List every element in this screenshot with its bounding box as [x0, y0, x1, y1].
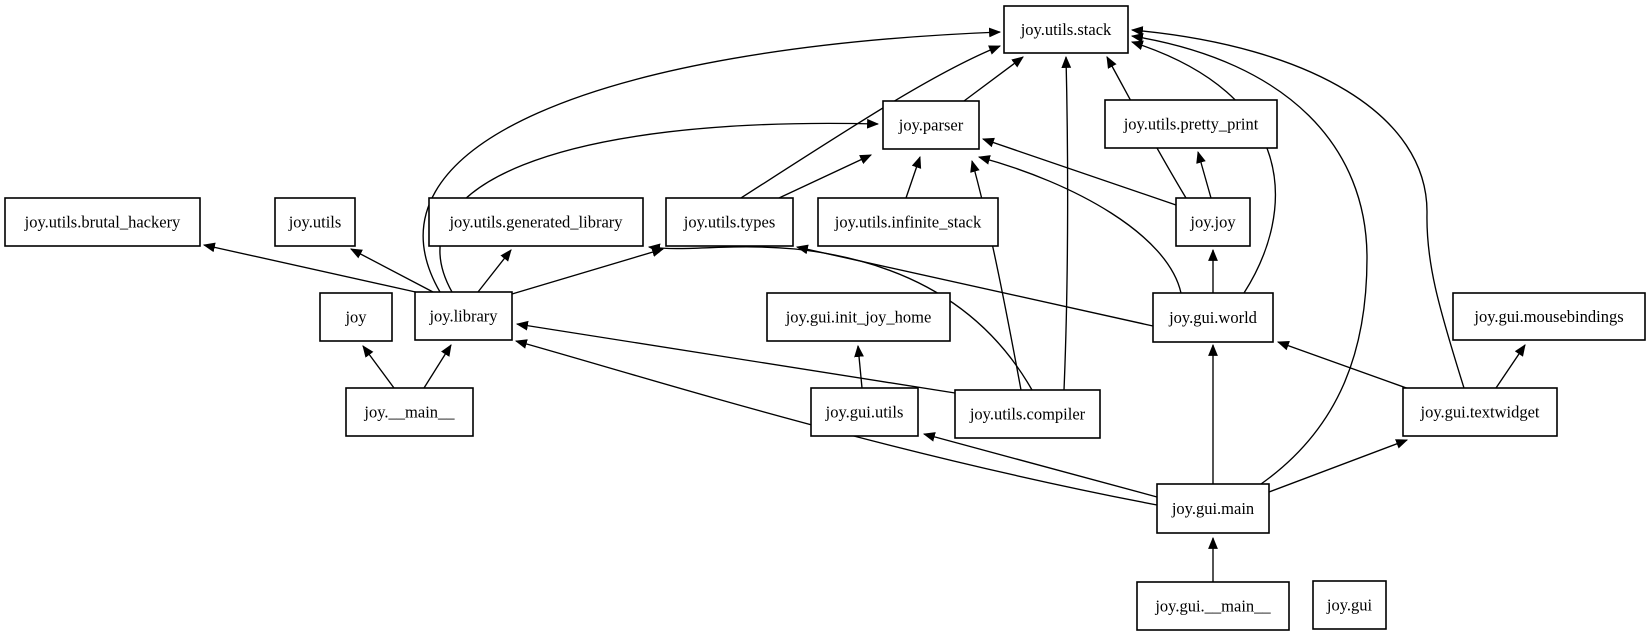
node-box-joy.gui.utils	[810, 387, 919, 437]
edge-joy.gui.world-to-joy.utils.stack	[1130, 40, 1277, 294]
edge-joy.parser-to-joy.utils.stack	[963, 56, 1024, 102]
edge-joy.library-to-joy.utils.types	[511, 247, 665, 295]
node-label-joy.utils.pretty_print: joy.utils.pretty_print	[1123, 115, 1259, 134]
node-box-joy.gui.mousebindings	[1452, 292, 1646, 341]
node-joy.gui.init_joy_home: joy.gui.init_joy_home	[766, 292, 951, 342]
node-label-joy.utils.compiler: joy.utils.compiler	[969, 405, 1086, 424]
node-label-joy.gui.utils: joy.gui.utils	[825, 403, 904, 422]
nodes-layer: joy.utils.stack joy.parser joy.utils.prett…	[4, 5, 1646, 631]
edge-joy.gui.textwidget-to-joy.gui.mousebindings	[1495, 344, 1526, 389]
node-joy.utils.stack: joy.utils.stack	[1003, 5, 1129, 54]
node-label-joy.utils.infinite_stack: joy.utils.infinite_stack	[834, 213, 982, 232]
node-label-joy.gui.main: joy.gui.main	[1171, 499, 1254, 518]
node-box-joy.gui.textwidget	[1402, 387, 1558, 437]
node-box-joy.utils.stack	[1003, 5, 1129, 54]
node-joy.utils: joy.utils	[274, 197, 356, 247]
edge-joy.utils.compiler-to-joy.parser	[970, 159, 1022, 391]
edge-joy.utils.infinite_stack-to-joy.parser	[905, 155, 922, 199]
node-box-joy.utils.types	[665, 197, 794, 247]
node-box-joy.parser	[882, 100, 980, 150]
edges-layer	[202, 26, 1526, 582]
node-box-joy.utils.pretty_print	[1104, 99, 1278, 149]
edge-joy.utils.compiler-to-joy.utils.generated_library	[647, 243, 1033, 391]
node-box-joy.gui.init_joy_home	[766, 292, 951, 342]
node-joy.parser: joy.parser	[882, 100, 980, 150]
node-box-joy.utils	[274, 197, 356, 247]
node-label-joy.utils.stack: joy.utils.stack	[1020, 20, 1112, 39]
node-box-joy.utils.compiler	[954, 389, 1101, 439]
node-joy.utils.compiler: joy.utils.compiler	[954, 389, 1101, 439]
edge-joy.gui.main-to-joy.utils.stack	[1130, 32, 1368, 485]
edge-joy.library-to-joy.utils	[350, 248, 434, 293]
node-box-joy.joy	[1175, 197, 1251, 247]
edge-joy.joy-to-joy.utils.pretty_print	[1196, 150, 1212, 199]
edge-joy.utils.compiler-to-joy.library	[515, 320, 956, 394]
node-box-joy.__main__	[345, 387, 474, 437]
node-label-joy.utils.types: joy.utils.types	[683, 213, 776, 232]
edge-joy.library-to-joy.utils.stack	[422, 27, 1002, 293]
edge-joy.library-to-joy.utils.brutal_hackery	[202, 242, 421, 294]
edge-joy.gui.textwidget-to-joy.utils.stack	[1130, 26, 1465, 389]
edge-joy.gui.main-to-joy.library	[514, 339, 1158, 506]
node-box-joy.gui.world	[1152, 292, 1274, 343]
node-label-joy.gui.world: joy.gui.world	[1168, 308, 1258, 327]
node-joy.utils.pretty_print: joy.utils.pretty_print	[1104, 99, 1278, 149]
node-box-joy.utils.brutal_hackery	[4, 197, 201, 247]
node-box-joy	[319, 292, 393, 342]
node-label-joy.utils.generated_library: joy.utils.generated_library	[448, 213, 623, 232]
node-joy.utils.generated_library: joy.utils.generated_library	[428, 197, 644, 247]
node-label-joy.gui.__main__: joy.gui.__main__	[1154, 597, 1271, 616]
node-box-joy.gui.__main__	[1136, 581, 1290, 631]
node-box-joy.gui.main	[1156, 483, 1270, 534]
node-joy.gui.utils: joy.gui.utils	[810, 387, 919, 437]
node-label-joy.library: joy.library	[428, 307, 498, 326]
node-label-joy.gui: joy.gui	[1326, 596, 1373, 615]
node-label-joy.__main__: joy.__main__	[363, 403, 455, 422]
edge-joy.utils.compiler-to-joy.utils.stack	[1061, 55, 1072, 391]
edge-joy.gui.utils-to-joy.gui.init_joy_home	[854, 344, 864, 389]
node-joy.gui: joy.gui	[1312, 580, 1387, 630]
node-joy.__main__: joy.__main__	[345, 387, 474, 437]
edge-joy.__main__-to-joy	[362, 345, 395, 389]
node-joy: joy	[319, 292, 393, 342]
node-joy.utils.infinite_stack: joy.utils.infinite_stack	[817, 197, 999, 247]
edge-joy.library-to-joy.parser	[439, 118, 880, 293]
node-joy.gui.mousebindings: joy.gui.mousebindings	[1452, 292, 1646, 341]
node-joy.gui.textwidget: joy.gui.textwidget	[1402, 387, 1558, 437]
node-joy.gui.__main__: joy.gui.__main__	[1136, 581, 1290, 631]
edge-joy.gui.main-to-joy.gui.textwidget	[1268, 439, 1409, 493]
node-box-joy.utils.infinite_stack	[817, 197, 999, 247]
node-label-joy.gui.mousebindings: joy.gui.mousebindings	[1473, 307, 1623, 326]
node-box-joy.gui	[1312, 580, 1387, 630]
node-box-joy.utils.generated_library	[428, 197, 644, 247]
node-joy.joy: joy.joy	[1175, 197, 1251, 247]
edge-joy.utils.types-to-joy.parser	[778, 154, 872, 199]
edge-joy.gui.textwidget-to-joy.gui.world	[1276, 341, 1413, 391]
node-box-joy.library	[414, 291, 513, 341]
node-joy.gui.main: joy.gui.main	[1156, 483, 1270, 534]
node-label-joy.gui.init_joy_home: joy.gui.init_joy_home	[785, 308, 932, 327]
node-label-joy.joy: joy.joy	[1189, 213, 1236, 232]
edge-joy.gui.main-to-joy.gui.utils	[922, 432, 1158, 498]
node-label-joy: joy	[344, 308, 367, 327]
node-joy.library: joy.library	[414, 291, 513, 341]
node-joy.gui.world: joy.gui.world	[1152, 292, 1274, 343]
edge-joy.library-to-joy.utils.generated_library	[477, 249, 512, 293]
edge-joy.gui.world-to-joy.parser	[977, 155, 1182, 294]
edge-joy.joy-to-joy.parser	[981, 137, 1177, 206]
node-joy.utils.types: joy.utils.types	[665, 197, 794, 247]
node-label-joy.parser: joy.parser	[898, 116, 964, 135]
node-label-joy.utils.brutal_hackery: joy.utils.brutal_hackery	[24, 213, 181, 232]
node-label-joy.utils: joy.utils	[288, 213, 342, 232]
edge-joy.__main__-to-joy.library	[423, 344, 452, 389]
node-joy.utils.brutal_hackery: joy.utils.brutal_hackery	[4, 197, 201, 247]
node-label-joy.gui.textwidget: joy.gui.textwidget	[1420, 403, 1540, 422]
